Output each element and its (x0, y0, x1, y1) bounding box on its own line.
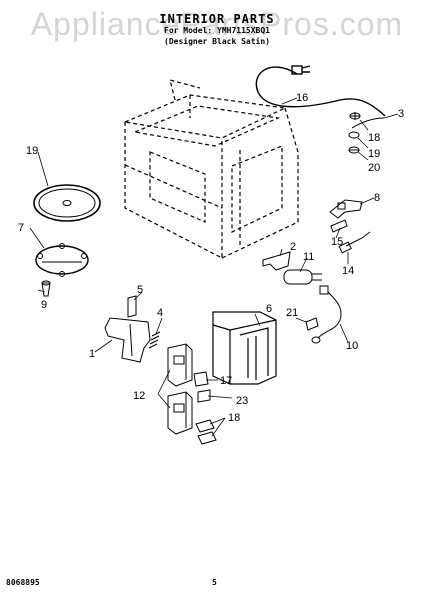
leader-lines (29, 97, 399, 437)
switch-actuator (193, 371, 209, 387)
callout-16: 16 (296, 92, 308, 104)
bracket-screw (127, 295, 137, 318)
turntable-coupler (41, 280, 51, 297)
callout-12: 10 (346, 340, 358, 352)
callout-21: 19 (368, 148, 380, 160)
hv-capacitor (283, 269, 329, 295)
capacitor-screw (305, 317, 319, 331)
callout-22: 20 (368, 162, 380, 174)
turntable-glass (33, 184, 101, 222)
callout-9: 9 (41, 299, 47, 311)
page-number: 5 (212, 578, 217, 587)
interlock-bracket (104, 317, 151, 363)
watermark: AppliancePartsPros.com (30, 6, 404, 42)
callout-22-capacitor: 21 (286, 307, 298, 319)
interlock-spring (148, 331, 161, 349)
ground-wire-assembly (348, 112, 385, 154)
callout-10: 12 (133, 390, 145, 402)
callout-4: 4 (157, 307, 163, 319)
callout-numbers: 19 7 9 5 4 1 12 6 16 3 18 19 20 8 15 14 … (18, 92, 404, 424)
switch-holder (195, 419, 217, 445)
callout-20: 18 (368, 132, 380, 144)
document-number: 8068895 (6, 578, 40, 587)
callout-19: 19 (26, 145, 38, 157)
title-block: INTERIOR PARTS For Model: YMH7115XBQ1 (D… (100, 12, 334, 47)
callout-5: 5 (137, 284, 143, 296)
model-line: For Model: YMH7115XBQ1 (164, 26, 270, 35)
switch-actuator-pin (197, 389, 211, 403)
interlock-switch-upper (167, 343, 193, 387)
callout-7: 7 (18, 222, 24, 234)
thermal-cutout-bracket (329, 199, 363, 219)
callout-6: 6 (266, 303, 272, 315)
callout-18: 18 (228, 412, 240, 424)
interlock-switch-lower (167, 391, 193, 435)
callout-17: 17 (220, 375, 232, 387)
callout-3: 3 (398, 108, 404, 120)
callout-1: 1 (89, 348, 95, 360)
hv-diode (311, 291, 342, 344)
color-line: (Designer Black Satin) (164, 37, 270, 46)
callout-2: 2 (290, 241, 296, 253)
mounting-screw (330, 219, 348, 233)
thermistor (338, 231, 371, 254)
hv-transformer (212, 311, 277, 385)
microwave-cavity-outline (122, 79, 299, 259)
callout-15: 15 (331, 236, 343, 248)
page-title: INTERIOR PARTS (159, 12, 275, 26)
callout-8: 8 (374, 192, 380, 204)
turntable-roller-support (35, 243, 89, 277)
callout-14: 14 (342, 265, 354, 277)
capacitor-bracket (262, 251, 291, 271)
callout-23: 23 (236, 395, 248, 407)
power-cord (255, 65, 386, 117)
callout-11: 11 (303, 251, 314, 263)
